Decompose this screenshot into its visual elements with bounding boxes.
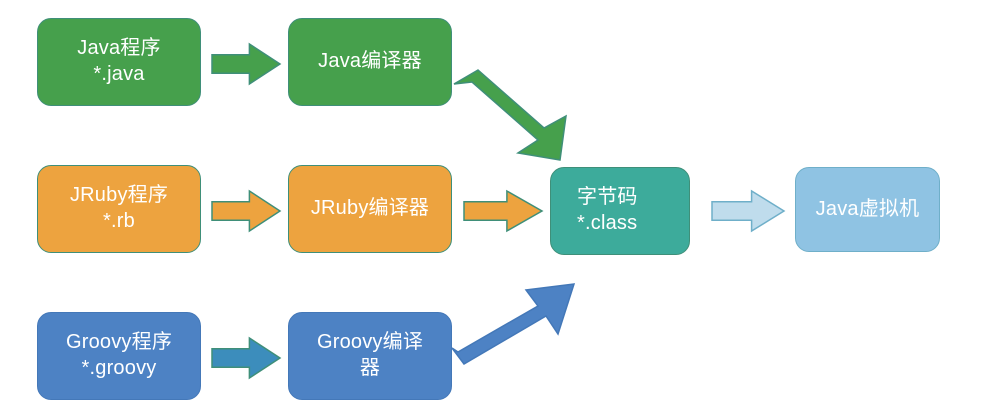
arrow-groovy-source-to-compiler [211, 336, 282, 380]
groovy-compiler-node: Groovy编译 器 [288, 312, 452, 400]
java-compiler-node: Java编译器 [288, 18, 452, 106]
bytecode-node: 字节码 *.class [550, 167, 690, 255]
groovy-source-node: Groovy程序 *.groovy [37, 312, 201, 400]
arrow-jruby-source-to-compiler [211, 189, 282, 233]
arrow-java-compiler-to-bytecode [452, 69, 572, 161]
arrow-jruby-compiler-to-bytecode [463, 189, 544, 233]
jvm-node: Java虚拟机 [795, 167, 940, 252]
java-source-node: Java程序 *.java [37, 18, 201, 106]
jruby-source-node: JRuby程序 *.rb [37, 165, 201, 253]
arrow-bytecode-to-jvm [711, 189, 786, 233]
jruby-compiler-node: JRuby编译器 [288, 165, 452, 253]
arrow-groovy-compiler-to-bytecode [451, 272, 576, 365]
arrow-java-source-to-compiler [211, 42, 282, 86]
